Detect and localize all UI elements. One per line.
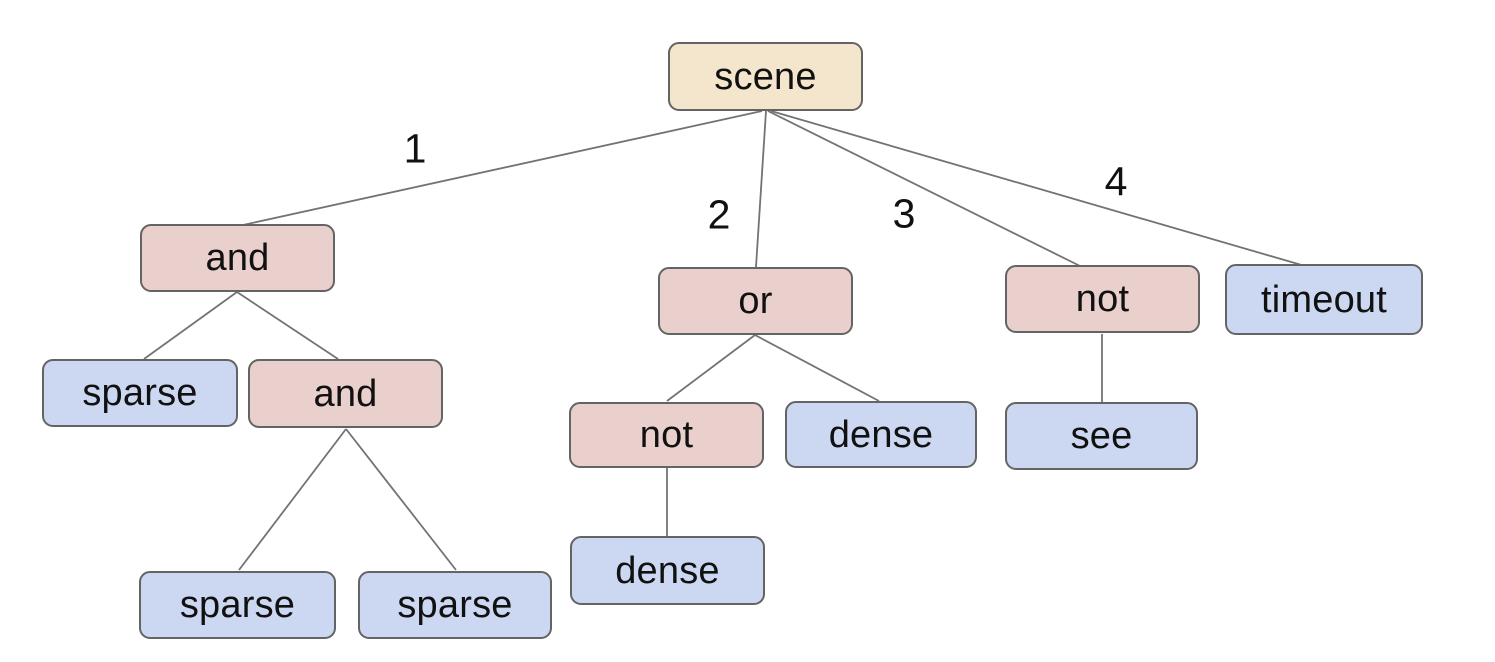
- edge-or-dense-under-or: [754, 334, 880, 402]
- edge-scene-and-1: [242, 110, 763, 226]
- node-sparse-3: sparse: [358, 571, 552, 639]
- edge-scene-timeout: [770, 110, 1306, 267]
- node-sparse-2: sparse: [139, 571, 336, 639]
- node-sparse-1: sparse: [42, 359, 238, 427]
- edge-scene-not-under-scene: [767, 110, 1081, 267]
- edge-scene-or: [755, 110, 767, 268]
- node-and-2: and: [248, 359, 443, 428]
- node-not-under-scene: not: [1005, 265, 1200, 333]
- node-and-1: and: [140, 224, 335, 292]
- node-or: or: [658, 267, 853, 335]
- node-not-under-or: not: [569, 402, 764, 468]
- edge-and-1-and-2: [236, 291, 339, 360]
- node-scene: scene: [668, 42, 863, 111]
- edge-and-2-sparse-2: [238, 428, 347, 571]
- edge-and-2-sparse-3: [345, 428, 457, 571]
- edge-label-1: 1: [403, 125, 427, 172]
- node-dense-under-or: dense: [785, 401, 977, 468]
- node-dense-under-not: dense: [570, 536, 765, 605]
- edge-label-3: 3: [892, 190, 916, 237]
- edge-label-4: 4: [1104, 158, 1128, 205]
- edge-or-not-under-or: [666, 334, 756, 402]
- edge-and-1-sparse-1: [143, 291, 238, 360]
- node-timeout: timeout: [1225, 264, 1423, 335]
- node-see: see: [1005, 402, 1198, 470]
- edge-label-2: 2: [707, 191, 731, 238]
